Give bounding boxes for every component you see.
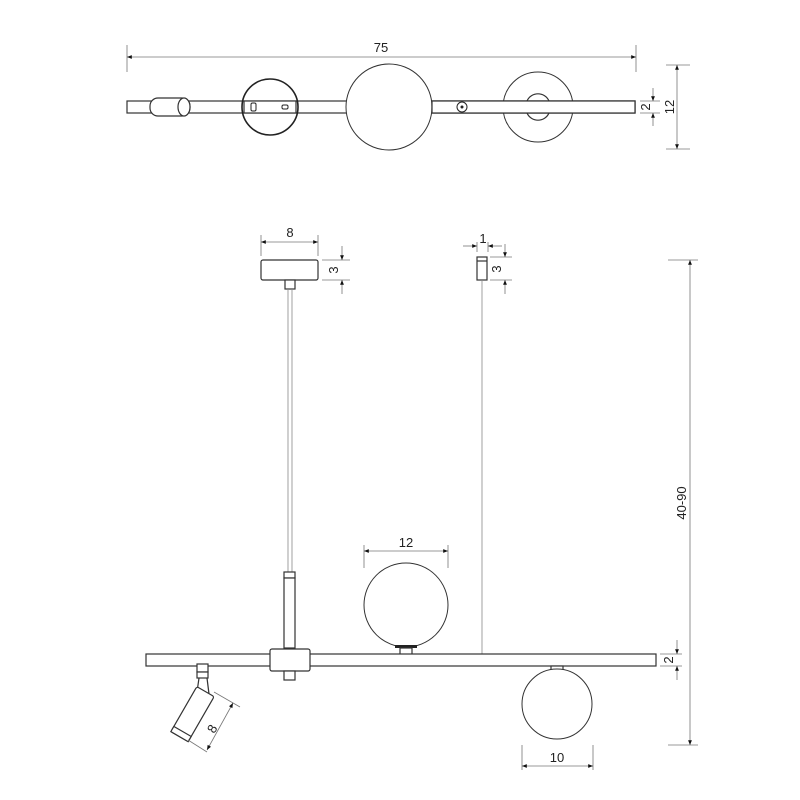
top-total-height-label: 12	[662, 100, 677, 114]
canopy-width-label: 8	[286, 225, 293, 240]
top-canopy	[241, 78, 299, 136]
upper-globe-label: 12	[399, 535, 413, 550]
hook-width-label: 1	[479, 231, 486, 246]
spot-light	[170, 663, 241, 753]
top-spot	[149, 97, 191, 117]
front-view	[145, 235, 698, 770]
spot-length-label: 8	[204, 722, 221, 736]
drop-height-label: 40-90	[674, 486, 689, 519]
top-bar-height-label: 2	[638, 103, 653, 110]
bar-height-label: 2	[661, 656, 676, 663]
lower-globe	[521, 668, 593, 740]
hook-height-label: 3	[489, 265, 504, 272]
lower-globe-label: 10	[550, 750, 564, 765]
top-view	[126, 45, 690, 151]
canopy-height-label: 3	[326, 266, 341, 273]
top-width-label: 75	[374, 40, 388, 55]
top-small-globe	[431, 71, 636, 143]
